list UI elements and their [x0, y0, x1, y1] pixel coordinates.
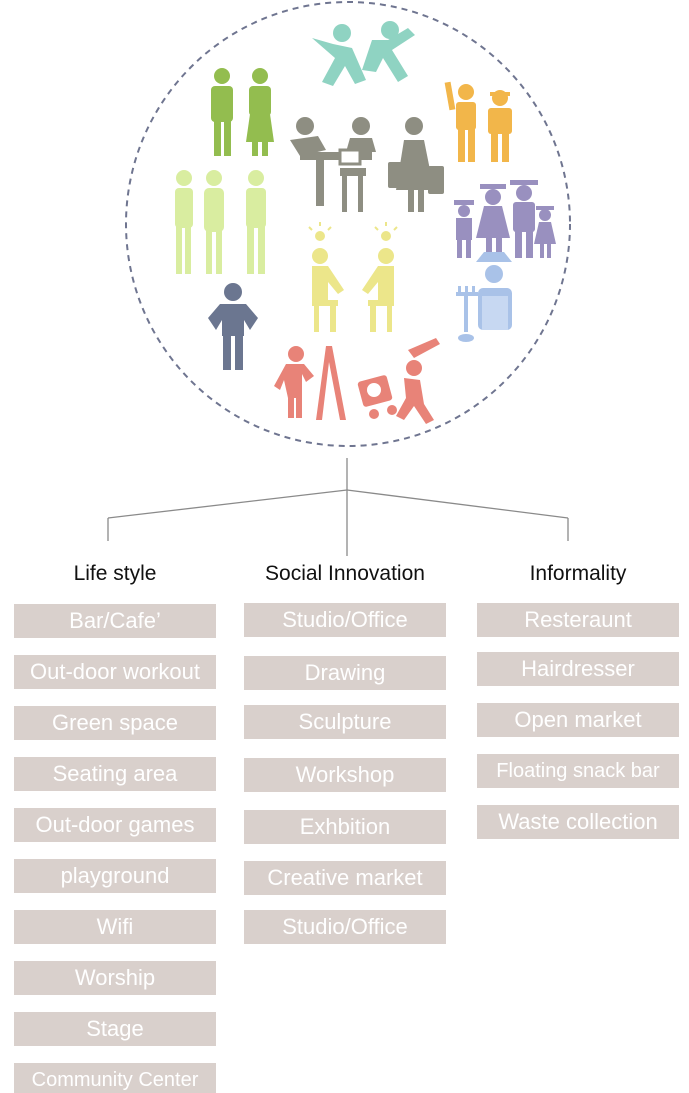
informality-item: Open market: [477, 703, 679, 737]
lifestyle-item: Worship: [14, 961, 216, 995]
social-innovation-item: Drawing: [244, 656, 446, 690]
street-musician-icon: [357, 338, 440, 424]
social-innovation-item: Workshop: [244, 758, 446, 792]
lifestyle-item: Out-door workout: [14, 655, 216, 689]
lifestyle-item: Seating area: [14, 757, 216, 791]
standing-man-icon: [208, 283, 258, 370]
lifestyle-item: Wifi: [14, 910, 216, 944]
lifestyle-item: Community Center: [14, 1063, 216, 1093]
social-innovation-item: Sculpture: [244, 705, 446, 739]
informality-item: Waste collection: [477, 805, 679, 839]
social-innovation-item: Exhbition: [244, 810, 446, 844]
social-innovation-item: Studio/Office: [244, 603, 446, 637]
lifestyle-item: playground: [14, 859, 216, 893]
social-innovation-item: Studio/Office: [244, 910, 446, 944]
people-with-ideas-icon: [308, 222, 398, 332]
connector-lines: [107, 458, 569, 556]
informality-item: Floating snack bar: [477, 754, 679, 788]
businesspeople-icon: [211, 68, 274, 156]
painter-icon: [274, 346, 346, 420]
informality-item: Resteraunt: [477, 603, 679, 637]
lifestyle-item: Out-door games: [14, 808, 216, 842]
column-title-social-innovation: Social Innovation: [265, 562, 425, 585]
lifestyle-item: Green space: [14, 706, 216, 740]
pedestrians-group-icon: [175, 170, 266, 274]
shopper-woman-icon: [388, 117, 444, 212]
farmer-icon: [456, 252, 512, 342]
lifestyle-item: Bar/Cafe’: [14, 604, 216, 638]
column-title-informality: Informality: [529, 562, 627, 585]
informality-item: Hairdresser: [477, 652, 679, 686]
social-innovation-item: Creative market: [244, 861, 446, 895]
people-celebrating-icon: [312, 21, 415, 86]
lifestyle-item: Stage: [14, 1012, 216, 1046]
office-desk-workers-icon: [290, 117, 376, 212]
dashed-circle: [125, 1, 571, 447]
column-title-life-style: Life style: [73, 562, 157, 585]
graduates-family-icon: [454, 180, 556, 258]
tourist-and-guide-icon: [444, 81, 512, 162]
